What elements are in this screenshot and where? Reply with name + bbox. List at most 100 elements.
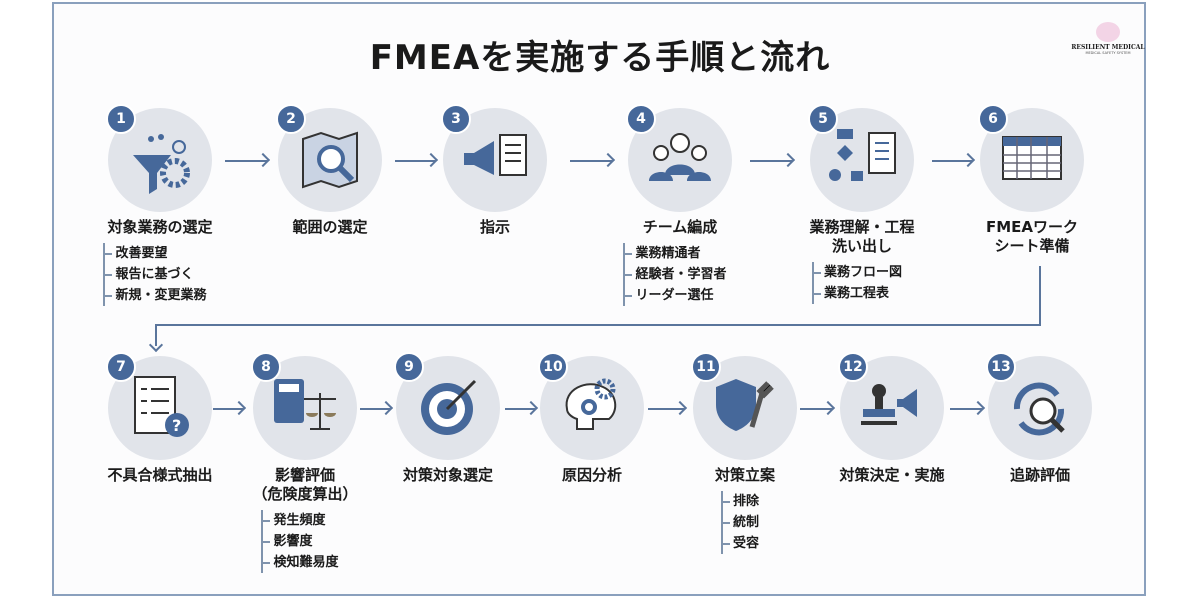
- funnel-gear-icon: [133, 134, 190, 194]
- step-icon-circle: 1: [106, 104, 212, 212]
- step-label: 範囲の選定: [292, 218, 368, 236]
- step-icon-circle: 2: [276, 104, 382, 212]
- stamp-megaphone-icon: [861, 384, 917, 425]
- sub-items: 業務フロー図業務工程表: [811, 262, 902, 304]
- arrow: [360, 408, 390, 410]
- step-label: 業務理解・工程 洗い出し: [809, 218, 915, 255]
- step-number-badge: 13: [986, 352, 1016, 382]
- step-number-badge: 11: [691, 352, 721, 382]
- arrow: [950, 408, 982, 410]
- sub-item: 受容: [722, 533, 759, 554]
- sub-item: 排除: [722, 491, 759, 512]
- step-label: 指示: [479, 218, 510, 236]
- step-label: 原因分析: [561, 466, 622, 484]
- step-label: 影響評価 （危険度算出）: [252, 466, 358, 503]
- diagram-frame: [52, 2, 1146, 596]
- team-icon: [649, 133, 711, 181]
- step-label: 対策立案: [714, 466, 775, 484]
- connector-line: [155, 324, 1041, 326]
- arrow: [648, 408, 684, 410]
- step-icon-circle: 13: [986, 352, 1092, 460]
- sub-items: 改善要望報告に基づく新規・変更業務: [103, 243, 207, 306]
- sub-items: 排除統制受容: [720, 491, 759, 554]
- calculator-scale-icon: [274, 379, 336, 430]
- map-magnifier-icon: [302, 131, 358, 189]
- step-icon-circle: ?7: [106, 352, 212, 460]
- step-12: 12 対策決定・実施: [807, 352, 977, 485]
- arrow: [932, 160, 972, 162]
- checklist-question-icon: ?: [134, 376, 189, 437]
- step-10: 10 原因分析: [507, 352, 677, 485]
- connector-line: [1039, 266, 1041, 326]
- step-5: 5 業務理解・工程 洗い出し業務フロー図業務工程表: [777, 104, 947, 304]
- flowchart-icon: [829, 129, 896, 181]
- arrow: [800, 408, 832, 410]
- sub-items: 業務精通者経験者・学習者リーダー選任: [623, 243, 727, 306]
- step-number-badge: 8: [251, 352, 281, 382]
- sub-item: 影響度: [263, 531, 338, 552]
- logo-name: RESILIENT MEDICAL: [1071, 44, 1145, 51]
- sub-item: 改善要望: [105, 243, 206, 264]
- step-icon-circle: 9: [394, 352, 500, 460]
- step-icon-circle: 5: [808, 104, 914, 212]
- sub-item: 新規・変更業務: [105, 285, 207, 306]
- step-icon-circle: 11: [691, 352, 797, 460]
- step-label: 対策対象選定: [402, 466, 493, 484]
- sub-item: 業務精通者: [625, 243, 726, 264]
- step-number-badge: 3: [441, 104, 471, 134]
- logo-tagline: MEDICAL SAFETY SYSTEM: [1085, 51, 1131, 55]
- sub-item: 報告に基づく: [105, 264, 206, 285]
- sub-item: 発生頻度: [263, 510, 338, 531]
- connector-line: [155, 324, 157, 346]
- arrow: [213, 408, 243, 410]
- step-icon-circle: 4: [626, 104, 732, 212]
- page-title: FMEAを実施する手順と流れ: [369, 38, 831, 78]
- shield-wrench-icon: [716, 379, 774, 431]
- sub-items: 発生頻度影響度検知難易度: [261, 510, 339, 573]
- brain-gear-icon: [565, 378, 617, 430]
- cycle-magnifier-icon: [1013, 382, 1065, 436]
- arrow: [505, 408, 535, 410]
- step-label: 対策決定・実施: [839, 466, 945, 484]
- step-number-badge: 9: [394, 352, 424, 382]
- step-label: チーム編成: [642, 218, 718, 236]
- step-icon-circle: 3: [441, 104, 547, 212]
- step-2: 2 範囲の選定: [245, 104, 415, 237]
- arrow: [225, 160, 267, 162]
- step-number-badge: 7: [106, 352, 136, 382]
- step-11: 11 対策立案排除統制受容: [660, 352, 830, 554]
- step-icon-circle: 6: [978, 104, 1084, 212]
- step-label: 追跡評価: [1009, 466, 1070, 484]
- step-number-badge: 12: [838, 352, 868, 382]
- sub-item: 統制: [722, 512, 759, 533]
- step-icon-circle: 8: [251, 352, 357, 460]
- arrow: [750, 160, 792, 162]
- arrow: [570, 160, 612, 162]
- step-label: 不具合様式抽出: [107, 466, 213, 484]
- step-icon-circle: 12: [838, 352, 944, 460]
- step-number-badge: 1: [106, 104, 136, 134]
- sub-item: 検知難易度: [263, 552, 339, 573]
- sub-item: リーダー選任: [625, 285, 726, 306]
- step-number-badge: 4: [626, 104, 656, 134]
- megaphone-document-icon: [464, 134, 527, 176]
- step-number-badge: 10: [538, 352, 568, 382]
- step-number-badge: 2: [276, 104, 306, 134]
- target-icon: [421, 379, 477, 435]
- svg-text:?: ?: [172, 416, 181, 435]
- step-label: 対象業務の選定: [107, 218, 213, 236]
- logo-mark-icon: [1096, 22, 1120, 42]
- step-number-badge: 6: [978, 104, 1008, 134]
- sub-item: 業務工程表: [813, 283, 902, 304]
- step-8: 8 影響評価 （危険度算出） 発生頻度影響度検知難易度: [220, 352, 390, 573]
- step-13: 13 追跡評価: [955, 352, 1125, 485]
- sub-item: 業務フロー図: [813, 262, 902, 283]
- spreadsheet-icon: [1002, 136, 1062, 180]
- step-number-badge: 5: [808, 104, 838, 134]
- step-label: FMEAワーク シート準備: [985, 218, 1079, 255]
- step-9: 9 対策対象選定: [363, 352, 533, 485]
- sub-item: 経験者・学習者: [625, 264, 727, 285]
